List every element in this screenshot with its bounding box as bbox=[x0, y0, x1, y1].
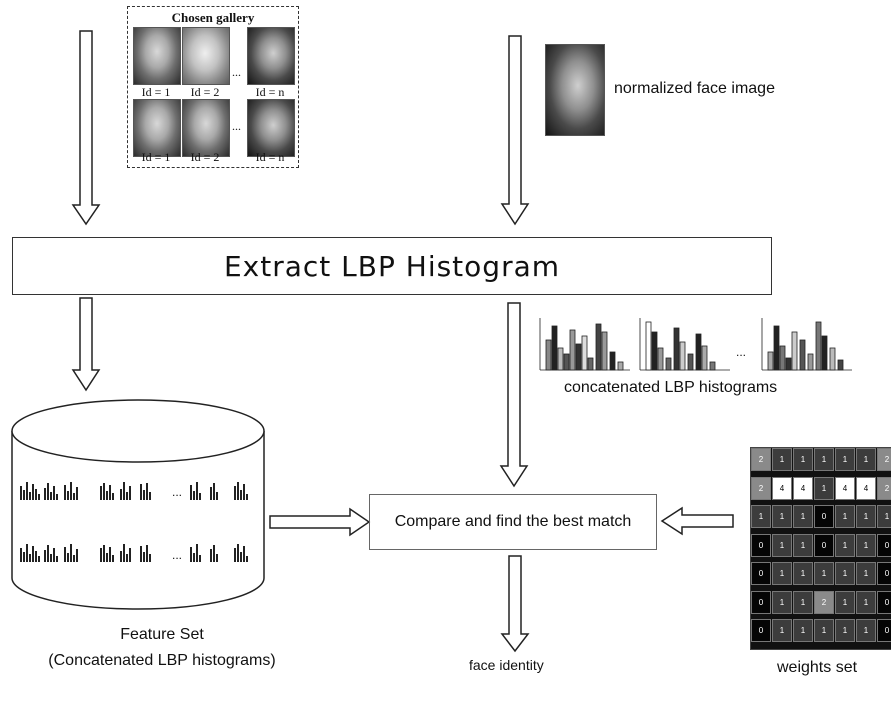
gallery-label-nb: Id = n bbox=[255, 150, 285, 164]
weights-cell: 1 bbox=[835, 448, 855, 471]
weights-cell: 1 bbox=[793, 533, 813, 557]
feature-ellipsis-2: ... bbox=[172, 548, 183, 562]
concat-histograms-graphic bbox=[539, 318, 852, 371]
weights-cell: 1 bbox=[856, 562, 876, 585]
gallery-title: Chosen gallery bbox=[171, 10, 255, 25]
weights-cell: 1 bbox=[877, 505, 891, 528]
weights-cell: 1 bbox=[772, 619, 792, 642]
arrow-extract-to-feature bbox=[71, 297, 101, 392]
gallery-face-1a bbox=[133, 27, 181, 85]
weights-cell: 1 bbox=[856, 533, 876, 557]
weights-cell: 1 bbox=[772, 562, 792, 585]
weights-cell: 1 bbox=[772, 448, 792, 471]
compare-box: Compare and find the best match bbox=[369, 494, 657, 550]
weights-cell: 2 bbox=[751, 476, 771, 500]
gallery-face-2b bbox=[182, 99, 230, 157]
gallery-face-nb bbox=[247, 99, 295, 157]
weights-cell: 0 bbox=[814, 505, 834, 528]
arrow-compare-to-identity bbox=[500, 555, 530, 653]
weights-cell: 1 bbox=[793, 590, 813, 614]
weights-cell: 1 bbox=[793, 448, 813, 471]
weights-cell: 1 bbox=[835, 590, 855, 614]
arrow-extract-to-compare bbox=[499, 302, 529, 488]
gallery-face-1b bbox=[133, 99, 181, 157]
weights-cell: 1 bbox=[751, 505, 771, 528]
arrow-gallery-down bbox=[71, 30, 101, 226]
weights-cell: 0 bbox=[877, 619, 891, 642]
feature-set-title: Feature Set bbox=[120, 626, 204, 643]
arrow-feature-to-compare bbox=[269, 507, 371, 537]
weights-cell: 0 bbox=[877, 533, 891, 557]
weights-cell: 1 bbox=[772, 533, 792, 557]
weights-cell: 2 bbox=[751, 448, 771, 471]
weights-cell: 1 bbox=[835, 619, 855, 642]
weights-label: weights set bbox=[777, 659, 858, 676]
gallery-face-2a bbox=[182, 27, 230, 85]
face-identity-label: face identity bbox=[469, 657, 544, 673]
gallery-ellipsis-2: ... bbox=[232, 119, 241, 133]
gallery-label-2b: Id = 2 bbox=[190, 150, 220, 164]
arrow-weights-to-compare bbox=[660, 506, 734, 536]
feature-set-cylinder bbox=[11, 431, 265, 610]
weights-cell: 2 bbox=[877, 448, 891, 471]
weights-cell: 4 bbox=[856, 476, 876, 500]
weights-cell: 1 bbox=[814, 619, 834, 642]
gallery-label-na: Id = n bbox=[255, 85, 285, 99]
weights-cell: 0 bbox=[751, 533, 771, 557]
weights-cell: 0 bbox=[877, 562, 891, 585]
concat-ellipsis: ... bbox=[736, 345, 747, 359]
feature-set-cylinder-top bbox=[11, 399, 265, 463]
weights-cell: 1 bbox=[856, 590, 876, 614]
weights-cell: 4 bbox=[793, 476, 813, 500]
probe-face-label: normalized face image bbox=[614, 80, 775, 97]
weights-cell: 1 bbox=[856, 505, 876, 528]
feature-set-subtitle: (Concatenated LBP histograms) bbox=[48, 652, 276, 669]
weights-cell: 1 bbox=[856, 619, 876, 642]
extract-lbp-label: Extract LBP Histogram bbox=[223, 249, 561, 283]
weights-cell: 0 bbox=[814, 533, 834, 557]
weights-cell: 0 bbox=[751, 590, 771, 614]
weights-cell: 1 bbox=[814, 562, 834, 585]
weights-cell: 1 bbox=[835, 533, 855, 557]
concat-label: concatenated LBP histograms bbox=[564, 379, 778, 396]
feature-set-histograms bbox=[20, 482, 248, 562]
gallery-label-2a: Id = 2 bbox=[190, 85, 220, 99]
weights-cell: 2 bbox=[877, 476, 891, 500]
weights-cell: 1 bbox=[835, 505, 855, 528]
probe-face-image bbox=[545, 44, 605, 136]
extract-lbp-box: Extract LBP Histogram bbox=[12, 237, 772, 295]
gallery-panel: Chosen gallery ... Id = 1 Id = 2 Id = n … bbox=[127, 6, 299, 168]
arrow-probe-down bbox=[500, 35, 530, 226]
weights-cell: 1 bbox=[772, 505, 792, 528]
weights-cell: 2 bbox=[814, 590, 834, 614]
weights-cell: 4 bbox=[772, 476, 792, 500]
compare-label: Compare and find the best match bbox=[394, 513, 632, 530]
weights-cell: 0 bbox=[751, 562, 771, 585]
weights-cell: 1 bbox=[856, 448, 876, 471]
weights-cell: 1 bbox=[835, 562, 855, 585]
gallery-ellipsis-1: ... bbox=[232, 65, 241, 79]
gallery-label-1b: Id = 1 bbox=[141, 150, 171, 164]
weights-cell: 1 bbox=[793, 505, 813, 528]
feature-ellipsis-1: ... bbox=[172, 485, 183, 499]
gallery-label-1a: Id = 1 bbox=[141, 85, 171, 99]
weights-cell: 1 bbox=[793, 562, 813, 585]
weights-cell: 0 bbox=[751, 619, 771, 642]
weights-cell: 0 bbox=[877, 590, 891, 614]
gallery-face-na bbox=[247, 27, 295, 85]
weights-cell: 1 bbox=[793, 619, 813, 642]
weights-cell: 1 bbox=[814, 448, 834, 471]
weights-cell: 4 bbox=[835, 476, 855, 500]
weights-cell: 1 bbox=[814, 476, 834, 500]
weights-cell: 1 bbox=[772, 590, 792, 614]
